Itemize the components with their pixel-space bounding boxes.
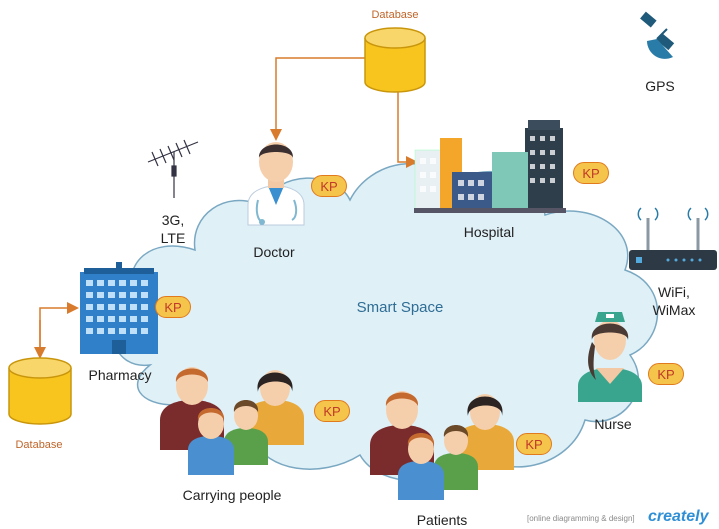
kp-badge-patients: KP	[516, 433, 552, 455]
database-icon	[364, 27, 426, 93]
wifi-label-line2: WiMax	[652, 302, 696, 318]
family-icon	[160, 367, 304, 475]
smart-space-label: Smart Space	[356, 299, 444, 316]
kp-badge-nurse: KP	[648, 363, 684, 385]
kp-badge-doctor: KP	[311, 175, 347, 197]
arrow-db-hospital	[397, 92, 418, 168]
kp-badge-hospital: KP	[573, 162, 609, 184]
database-top-label: Database	[371, 9, 419, 21]
satellite-icon	[640, 11, 675, 59]
wifi-label-line1: WiFi,	[658, 284, 690, 300]
hospital-label: Hospital	[463, 224, 515, 240]
database-left-label: Database	[15, 439, 63, 451]
pharmacy-building-icon	[80, 262, 158, 354]
doctor-icon	[247, 142, 305, 226]
arrow-db-pharmacy	[34, 302, 79, 359]
cellular-label-line2: LTE	[160, 230, 186, 246]
doctor-label: Doctor	[253, 244, 295, 260]
watermark-tagline: [online diagramming & design]	[527, 514, 635, 523]
patients-label: Patients	[416, 512, 468, 528]
nurse-label: Nurse	[594, 416, 632, 432]
router-icon	[629, 207, 717, 270]
gps-label: GPS	[645, 78, 675, 94]
pharmacy-label: Pharmacy	[88, 367, 152, 383]
carrying-people-label: Carrying people	[182, 487, 282, 503]
kp-badge-pharmacy: KP	[155, 296, 191, 318]
arrow-db-doctor	[270, 57, 365, 141]
database-icon	[8, 357, 72, 425]
nurse-icon	[578, 312, 642, 402]
patients-icon	[370, 391, 514, 500]
cellular-label-line1: 3G,	[161, 212, 185, 228]
antenna-icon	[147, 139, 199, 198]
watermark-brand: creately	[648, 508, 709, 525]
kp-badge-carrying-people: KP	[314, 400, 350, 422]
hospital-icon	[414, 120, 566, 213]
